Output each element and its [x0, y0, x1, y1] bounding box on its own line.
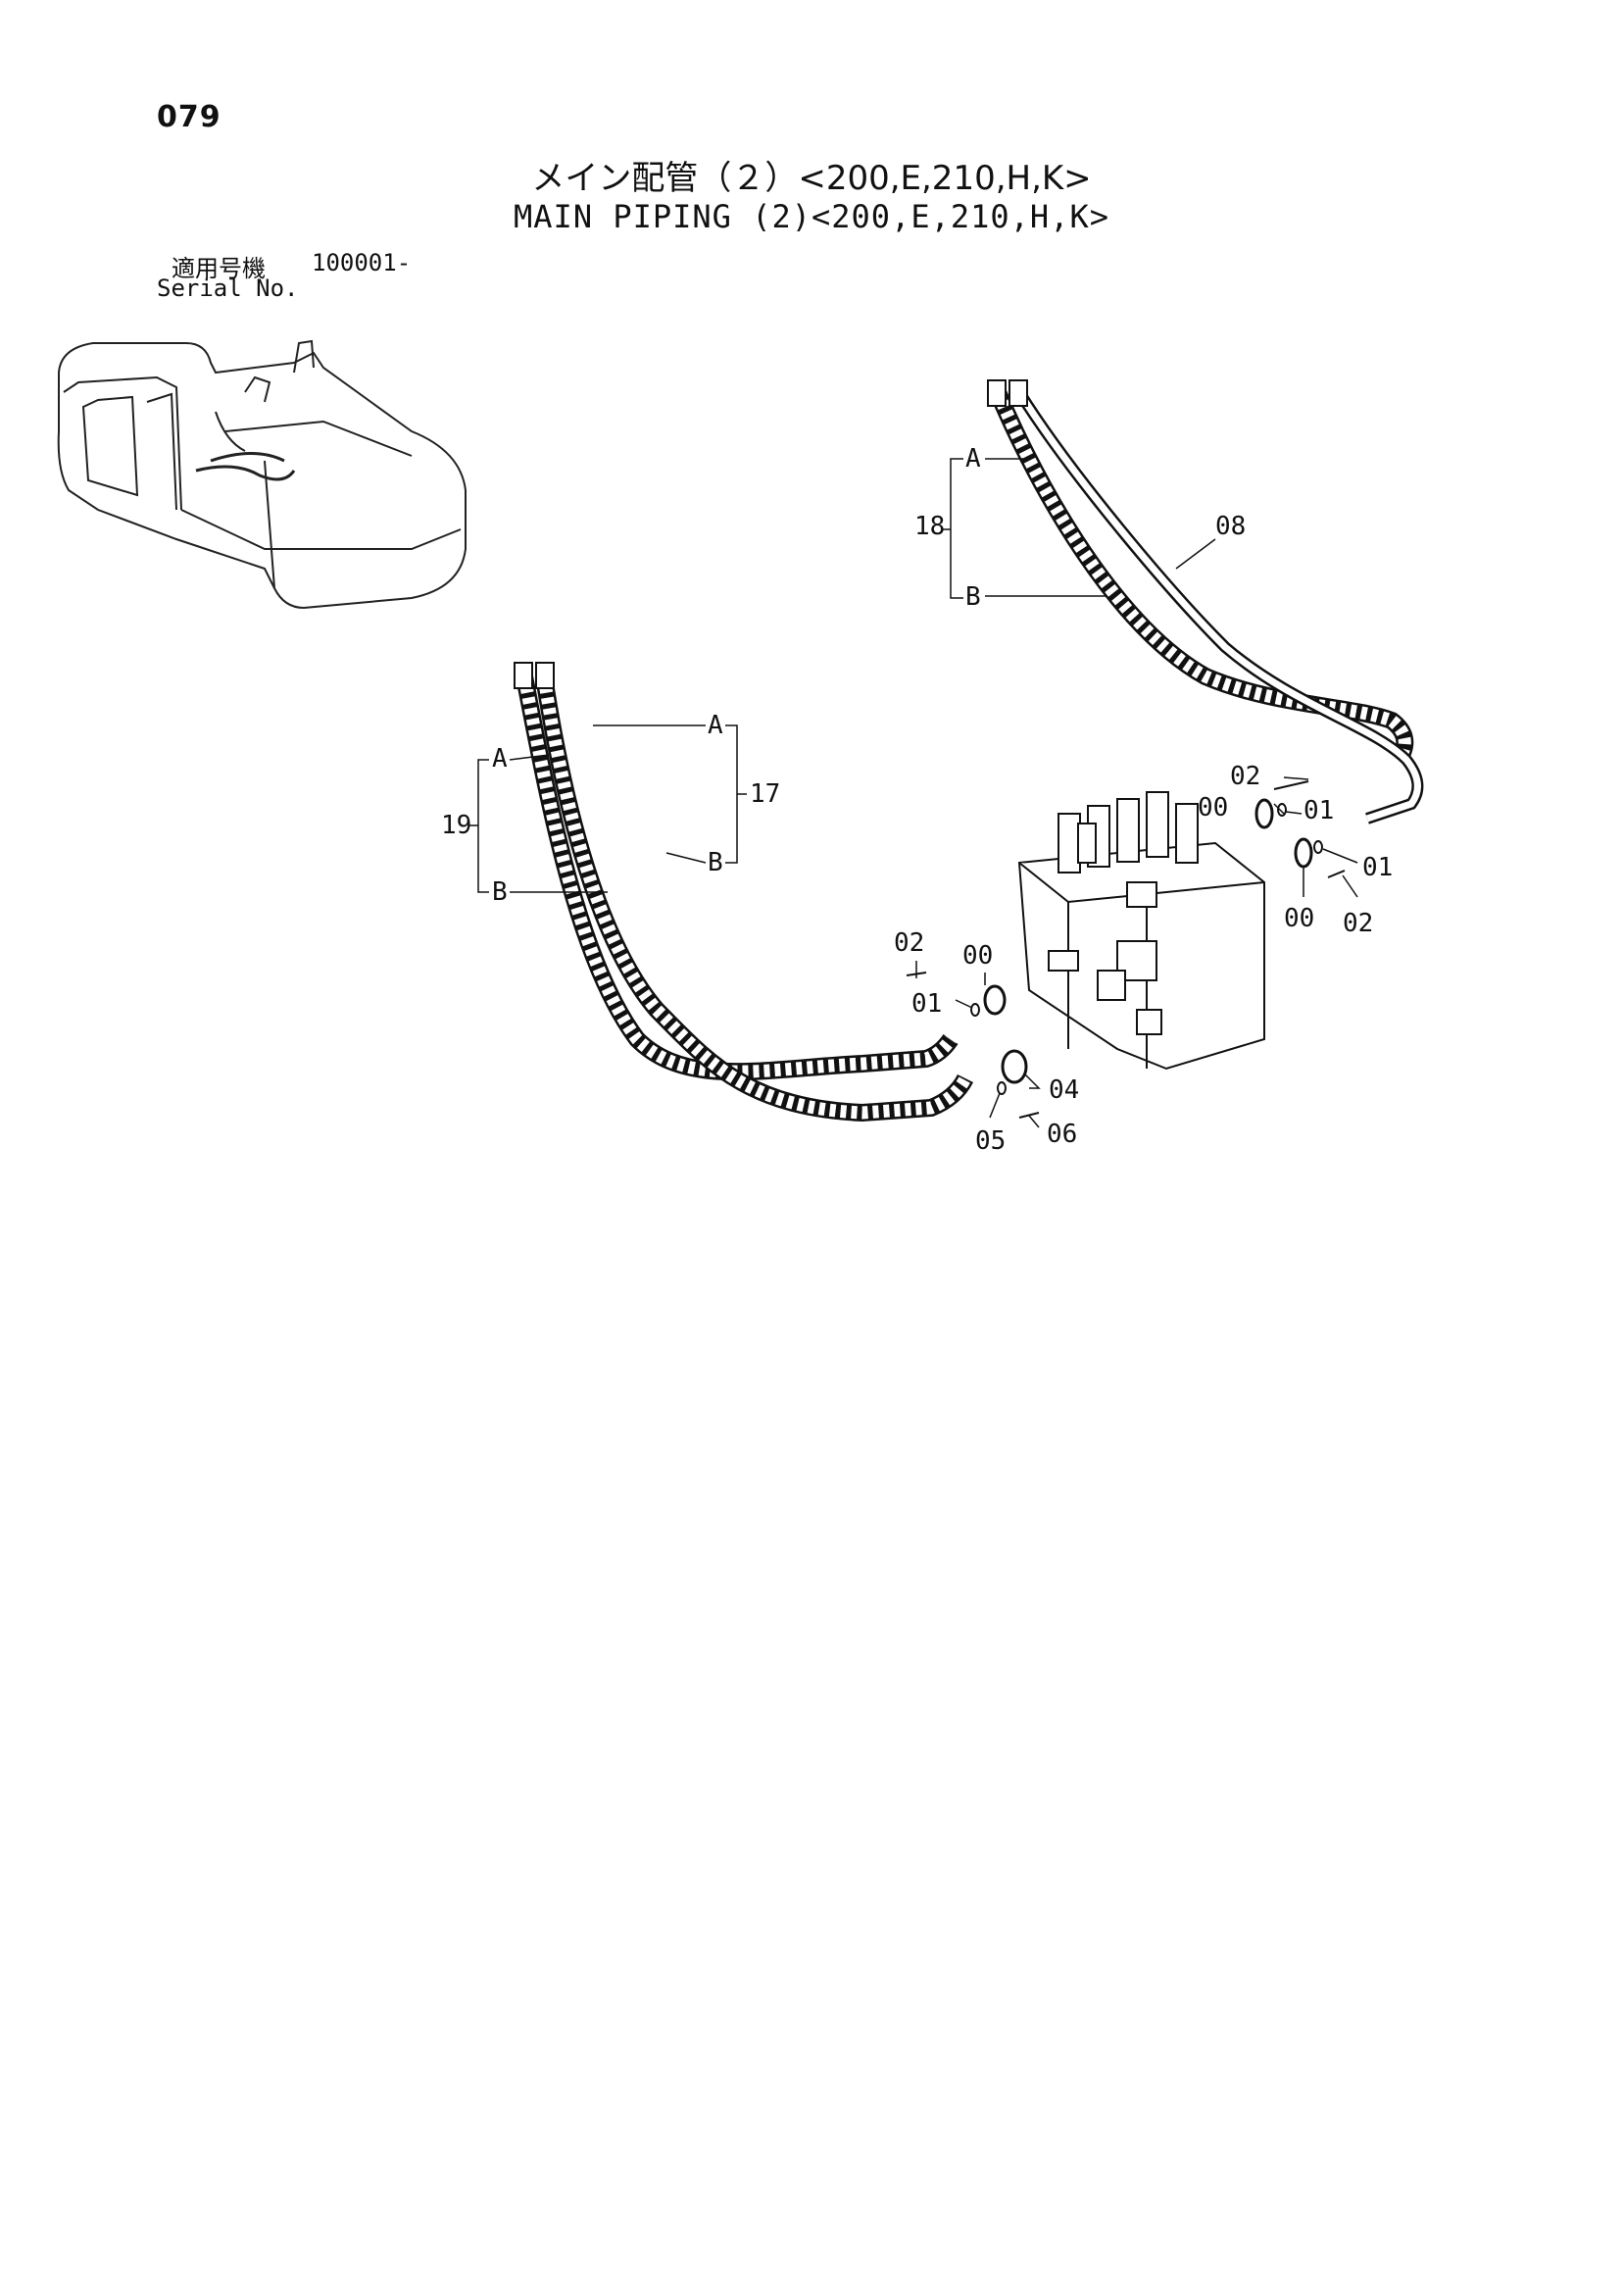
callout-02-left: 02	[894, 928, 924, 958]
callout-06: 06	[1047, 1120, 1077, 1149]
callout-01-left: 01	[911, 989, 942, 1019]
serial-label-japanese: 適用号機	[172, 255, 266, 282]
hose-18	[987, 379, 1414, 760]
excavator-location-thumbnail	[57, 339, 467, 610]
callout-labels: 18 A B 08 19 A B 17 A B 02 00 01 01 00 0…	[441, 444, 1393, 1156]
hose-17	[535, 662, 974, 1123]
serial-label-english: Serial No.	[157, 275, 299, 302]
callout-08: 08	[1215, 512, 1246, 541]
callout-19: 19	[441, 811, 471, 840]
serial-number-value: 100001-	[312, 249, 412, 276]
callout-01-right: 01	[1362, 853, 1393, 882]
callout-00-top: 00	[1198, 793, 1228, 823]
callout-18: 18	[914, 512, 945, 541]
title-japanese: メイン配管（２）<200,E,210,H,K>	[531, 159, 1092, 198]
callout-17-b: B	[708, 848, 723, 877]
callout-02-top: 02	[1230, 762, 1260, 791]
callout-17: 17	[750, 779, 780, 809]
fittings	[906, 780, 1346, 1119]
callout-04: 04	[1049, 1075, 1079, 1105]
callout-19-b: B	[492, 877, 508, 907]
callout-01-top: 01	[1303, 796, 1334, 825]
callout-05: 05	[975, 1126, 1006, 1156]
callout-18-b: B	[965, 582, 981, 612]
callout-19-a: A	[492, 744, 508, 774]
leader-lines	[468, 458, 1358, 1128]
title-english: MAIN PIPING (2)<200,E,210,H,K>	[514, 198, 1109, 235]
hose-19	[514, 662, 959, 1081]
callout-00-left: 00	[962, 941, 993, 971]
control-valve	[1017, 791, 1265, 1071]
hose-08	[1008, 379, 1424, 824]
page-number: 079	[157, 100, 221, 134]
callout-18-a: A	[965, 444, 981, 474]
callout-17-a: A	[708, 711, 723, 740]
callout-02-right: 02	[1343, 909, 1373, 938]
callout-00-right: 00	[1284, 904, 1314, 933]
